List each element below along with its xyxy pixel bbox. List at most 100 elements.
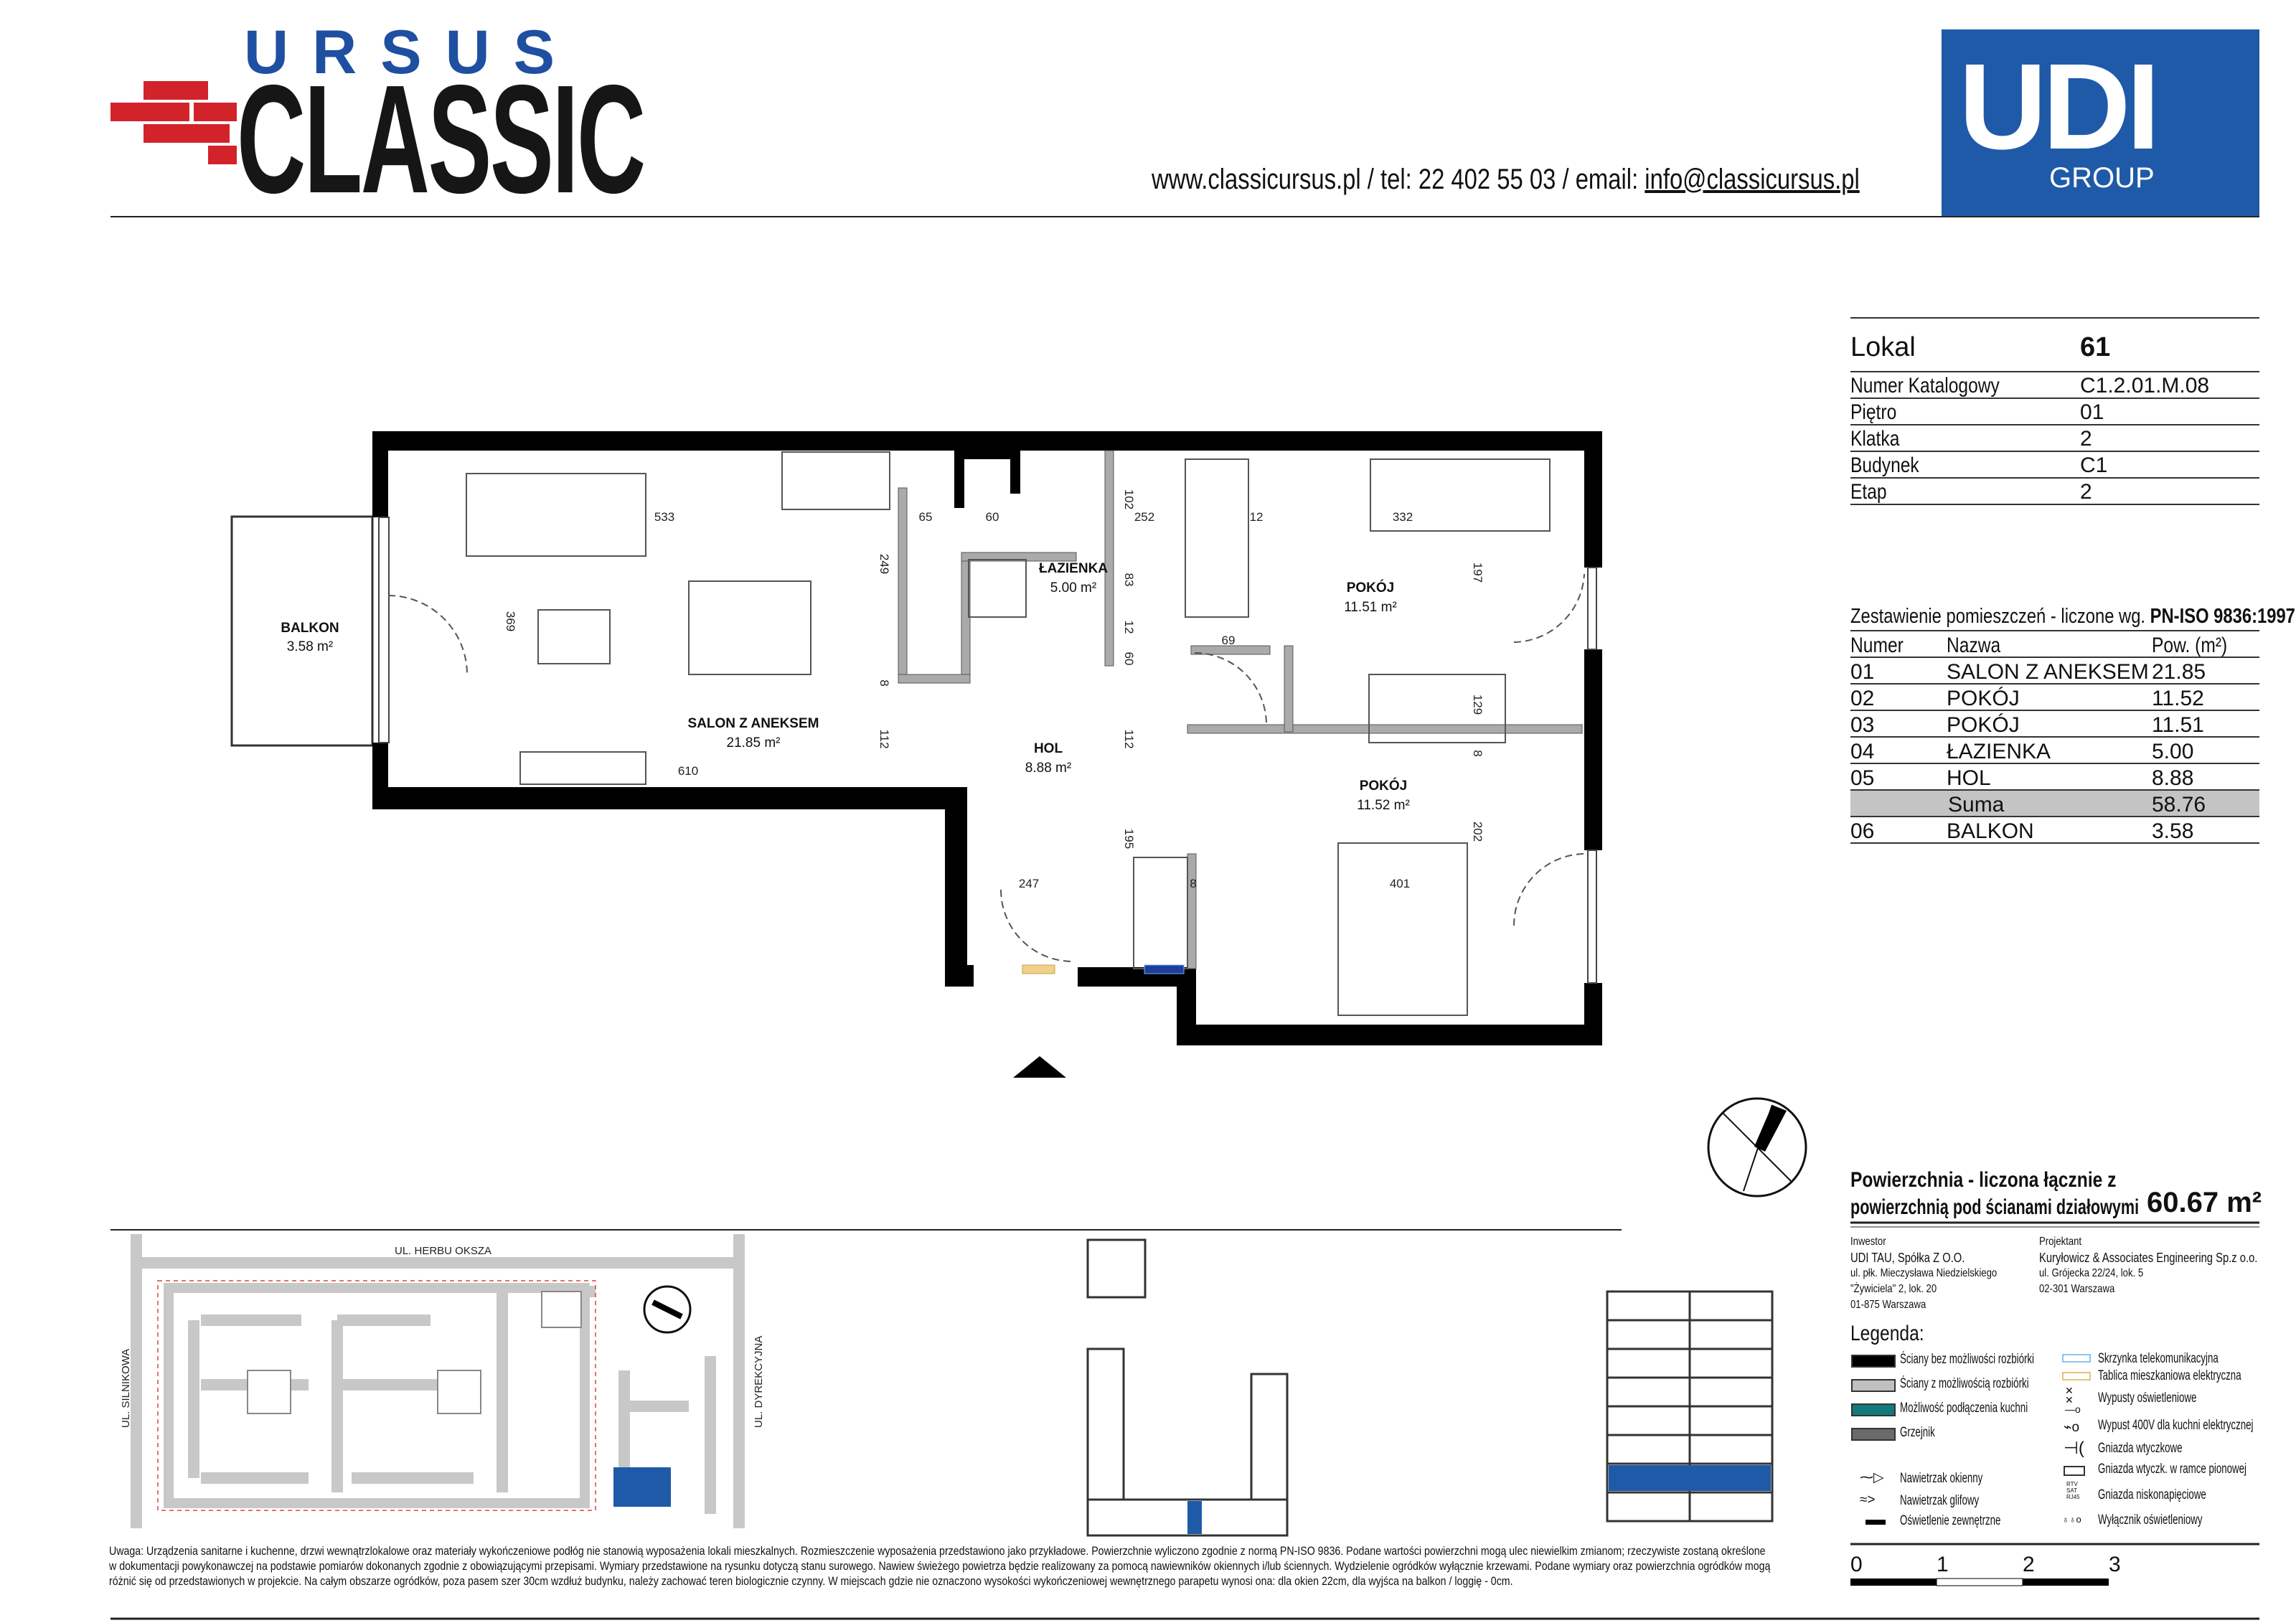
room-num: 06 xyxy=(1850,819,1875,843)
room-labels: BALKON 3.58 m² SALON Z ANEKSEM 21.85 m² … xyxy=(281,561,1409,813)
logo-brick xyxy=(194,103,237,121)
dimension: 197 xyxy=(1471,563,1485,583)
dimension: 129 xyxy=(1471,695,1485,715)
logo-brick xyxy=(144,81,208,100)
balcony xyxy=(230,515,374,747)
bathtub xyxy=(1185,458,1249,618)
dimension: 112 xyxy=(878,729,891,748)
footnote-line: różnić się od przedstawionych w projekci… xyxy=(109,1575,1513,1588)
col-header: Pow. (m²) xyxy=(2152,634,2228,657)
legend-swatch-fixed-wall xyxy=(1851,1355,1896,1368)
legend-title: Legenda: xyxy=(1850,1322,1924,1345)
lv-label: RJ45 xyxy=(2066,1494,2080,1500)
legend-label: Grzejnik xyxy=(1900,1425,1935,1440)
outdoor-light-icon xyxy=(1866,1520,1886,1525)
footnote-line: w dokumentacji powykonawczej na podstawi… xyxy=(109,1560,1771,1573)
building-elevation xyxy=(1606,1290,1774,1523)
room-area: 5.00 xyxy=(2152,740,2194,763)
legend-swatch-radiator xyxy=(1851,1428,1896,1441)
lv-label: RTV xyxy=(2066,1481,2078,1487)
windows xyxy=(378,517,1597,984)
dimension: 8 xyxy=(878,679,891,686)
udi-group-logo: UDI GROUP xyxy=(1942,29,2259,217)
dimension: 332 xyxy=(1393,510,1413,524)
investor-line: 01-875 Warszawa xyxy=(1850,1299,1926,1311)
room-num: 03 xyxy=(1850,713,1875,737)
scale-label: 3 xyxy=(2109,1553,2121,1576)
bed xyxy=(1337,842,1468,1016)
dimension: 249 xyxy=(878,554,891,574)
unit-row: Numer Katalogowy C1.2.01.M.08 xyxy=(1850,372,2259,399)
investor-line: "Żywiciela" 2, lok. 20 xyxy=(1850,1283,1937,1295)
dimension: 69 xyxy=(1222,634,1236,647)
unit-label: Piętro xyxy=(1850,400,1897,424)
dimension: 202 xyxy=(1471,822,1485,842)
lokal-label: Lokal xyxy=(1850,332,1916,362)
room-name: SALON Z ANEKSEM xyxy=(1947,660,2149,684)
room-area-label: 3.58 m² xyxy=(287,639,333,654)
legend-swatch-removable-wall xyxy=(1851,1379,1896,1392)
unit-label: Budynek xyxy=(1850,453,1919,477)
dimension: 247 xyxy=(1019,877,1039,890)
socket-icon: ⊣( xyxy=(2064,1439,2084,1458)
legend-label: Nawietrzak glifowy xyxy=(1900,1493,1980,1508)
lokal-number: 61 xyxy=(2080,332,2111,362)
room-area-label: 11.52 m² xyxy=(1357,798,1410,813)
room-num: 01 xyxy=(1850,660,1875,684)
logo-classic: CLASSIC xyxy=(237,52,646,225)
dimension: 401 xyxy=(1390,877,1410,890)
dimension: 8 xyxy=(1190,877,1196,890)
col-header: Numer xyxy=(1850,634,1904,657)
designer-block: Projektant Kuryłowicz & Associates Engin… xyxy=(2039,1234,2257,1297)
entrance-arrow-icon xyxy=(1013,1056,1066,1078)
investor-line: ul. płk. Mieczysława Niedzielskiego xyxy=(1850,1267,1998,1279)
footnotes: Uwaga: Urządzenia sanitarne i kuchenne, … xyxy=(109,1544,1831,1589)
unit-value: 2 xyxy=(2080,427,2092,451)
outer-walls xyxy=(372,431,1602,1045)
building-key-plan xyxy=(1086,1238,1289,1537)
scale-label: 2 xyxy=(2023,1553,2035,1576)
legend-label: Nawietrzak okienny xyxy=(1900,1471,1983,1486)
room-label: POKÓJ xyxy=(1360,778,1408,794)
elevation-highlight xyxy=(1609,1465,1771,1491)
legend-label: Możliwość podłączenia kuchni xyxy=(1900,1401,2028,1416)
room-area: 11.51 xyxy=(2152,713,2204,737)
legend-swatch-kitchen xyxy=(1851,1403,1896,1416)
total-area-line2: powierzchnią pod ścianami działowymi xyxy=(1850,1195,2140,1219)
room-area-label: 5.00 m² xyxy=(1050,580,1096,596)
designer-line: Kuryłowicz & Associates Engineering Sp.z… xyxy=(2039,1251,2258,1265)
legend-label: Skrzynka telekomunikacyjna xyxy=(2098,1351,2219,1366)
logo-brick xyxy=(110,103,189,121)
legend-label: Tablica mieszkaniowa elektryczna xyxy=(2098,1368,2241,1383)
compass-icon xyxy=(1707,1097,1807,1198)
room-label: SALON Z ANEKSEM xyxy=(688,716,819,731)
light-switch-icon: ♁♁o xyxy=(2062,1514,2081,1525)
room-area: 8.88 xyxy=(2152,766,2194,790)
unit-value: C1.2.01.M.08 xyxy=(2080,374,2210,397)
email-link[interactable]: info@classicursus.pl xyxy=(1645,164,1860,195)
light-outlet-icon: ✕✕—o xyxy=(2065,1385,2081,1415)
room-name: POKÓJ xyxy=(1947,713,2020,737)
unit-label: Numer Katalogowy xyxy=(1850,374,2000,397)
legend-label: Oświetlenie zewnętrzne xyxy=(1900,1513,2001,1528)
doors xyxy=(387,573,1585,962)
room-label: BALKON xyxy=(281,621,339,636)
dimension: 60 xyxy=(1122,652,1136,666)
rooms-title-text: Zestawienie pomieszczeń - liczone wg. xyxy=(1850,605,2150,628)
designer-label: Projektant xyxy=(2039,1236,2082,1248)
room-label: HOL xyxy=(1034,741,1063,756)
scale-bar xyxy=(1850,1578,2109,1586)
room-name: POKÓJ xyxy=(1947,687,2020,710)
dimension: 112 xyxy=(1122,729,1136,748)
lokal-row: Lokal 61 xyxy=(1850,319,2259,372)
